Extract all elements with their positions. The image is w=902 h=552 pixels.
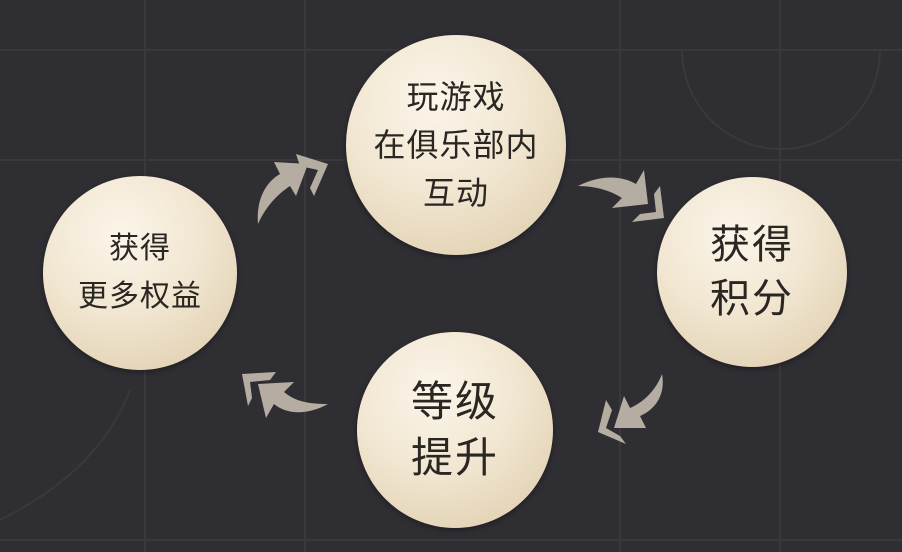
semicircle-outline: [681, 49, 881, 150]
cycle-node-level-up: 等级 提升: [357, 332, 553, 528]
curved-arrow-down-left-icon: [598, 374, 663, 444]
node-text-line: 等级: [410, 377, 499, 426]
curve-outline: [0, 389, 131, 521]
node-text-line: 提升: [410, 433, 499, 482]
node-text-line: 积分: [710, 276, 794, 322]
node-text-line: 更多权益: [78, 279, 202, 314]
node-text-line: 互动: [422, 174, 489, 212]
node-text-line: 获得: [710, 222, 794, 268]
node-text-line: 玩游戏: [406, 78, 506, 116]
curved-arrow-down-right-icon: [578, 170, 664, 222]
cycle-node-play-games: 玩游戏 在俱乐部内 互动: [346, 35, 566, 255]
curved-arrow-up-left-icon: [242, 372, 328, 418]
cycle-node-earn-points: 获得 积分: [657, 177, 847, 367]
node-text-line: 在俱乐部内: [373, 126, 539, 164]
cycle-node-more-benefits: 获得 更多权益: [43, 176, 237, 370]
node-text-line: 获得: [109, 231, 171, 266]
curved-arrow-up-right-icon: [257, 154, 328, 224]
